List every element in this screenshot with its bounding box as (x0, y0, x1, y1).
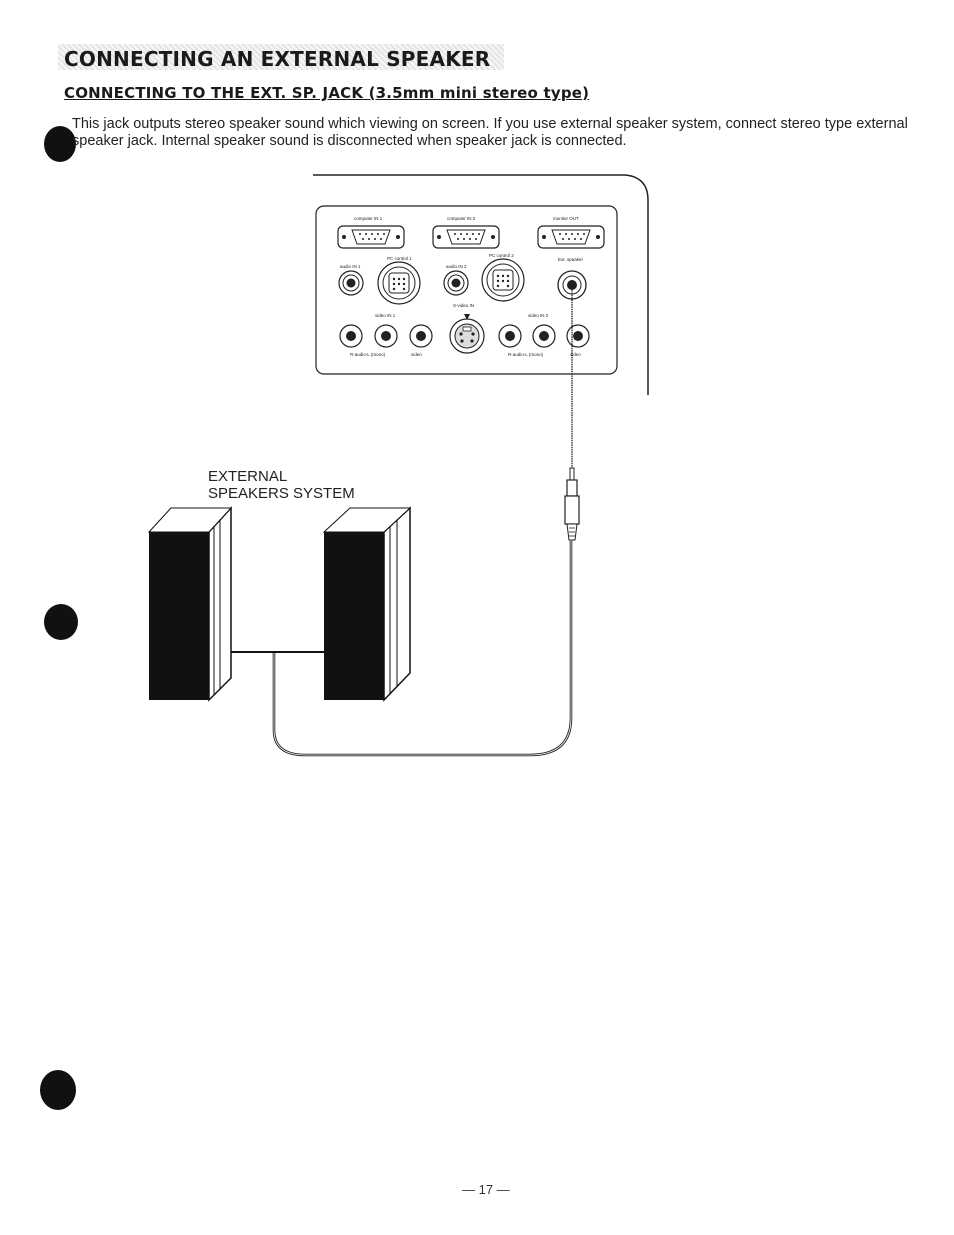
body-paragraph: This jack outputs stereo speaker sound w… (72, 116, 908, 149)
monitor-out-port (537, 225, 605, 249)
label-ext-speaker: Ext. speaker (558, 257, 584, 262)
punch-hole-top (44, 126, 76, 162)
pc-control-1-port (377, 261, 421, 305)
label-audio-in-1: audio IN 1 (340, 264, 361, 269)
video-in-1-audio-l-jack (374, 324, 398, 348)
title-band (58, 44, 504, 70)
s-video-in-port (449, 314, 485, 354)
external-speakers-label: EXTERNAL SPEAKERS SYSTEM (208, 468, 355, 502)
label-pc-control-2: PC control 2 (489, 253, 514, 258)
left-speaker (147, 506, 233, 702)
label-r-audio-l-2: R-audio-L (mono) (508, 352, 544, 357)
label-s-video-in: S-video IN (453, 303, 474, 308)
label-audio-in-2: audio IN 2 (446, 264, 467, 269)
page-title: CONNECTING AN EXTERNAL SPEAKER (64, 47, 491, 71)
label-computer-in-1: computer IN 1 (354, 216, 383, 221)
right-speaker (322, 506, 412, 702)
page-number: — 17 — (462, 1182, 510, 1197)
speaker-cable (272, 288, 580, 757)
video-in-1-audio-r-jack (339, 324, 363, 348)
label-monitor-out: monitor OUT (553, 216, 579, 221)
section-subtitle: CONNECTING TO THE EXT. SP. JACK (3.5mm m… (64, 84, 590, 102)
diagram-svg: computer IN 1 computer IN 2 monitor OUT … (147, 174, 649, 757)
audio-in-1-jack (338, 270, 364, 296)
pc-control-2-port (481, 258, 525, 302)
computer-in-2-port (432, 225, 500, 249)
external-speakers-label-line2: SPEAKERS SYSTEM (208, 485, 355, 502)
label-pc-control-1: PC control 1 (387, 256, 412, 261)
punch-hole-middle (44, 604, 78, 640)
external-speakers-label-line1: EXTERNAL (208, 468, 288, 485)
punch-hole-bottom (40, 1070, 76, 1110)
connection-diagram: computer IN 1 computer IN 2 monitor OUT … (130, 170, 660, 770)
ext-speaker-jack (557, 270, 587, 300)
video-in-2-video-jack (566, 324, 590, 348)
video-in-2-audio-r-jack (498, 324, 522, 348)
label-video-2: video (570, 352, 581, 357)
label-r-audio-l-1: R-audio-L (mono) (350, 352, 386, 357)
computer-in-1-port (337, 225, 405, 249)
projector-outline (313, 174, 649, 395)
label-video-in-1: video IN 1 (375, 313, 396, 318)
label-video-1: video (411, 352, 422, 357)
video-in-2-audio-l-jack (532, 324, 556, 348)
label-computer-in-2: computer IN 2 (447, 216, 476, 221)
audio-in-2-jack (443, 270, 469, 296)
video-in-1-video-jack (409, 324, 433, 348)
label-video-in-2: video IN 2 (528, 313, 549, 318)
